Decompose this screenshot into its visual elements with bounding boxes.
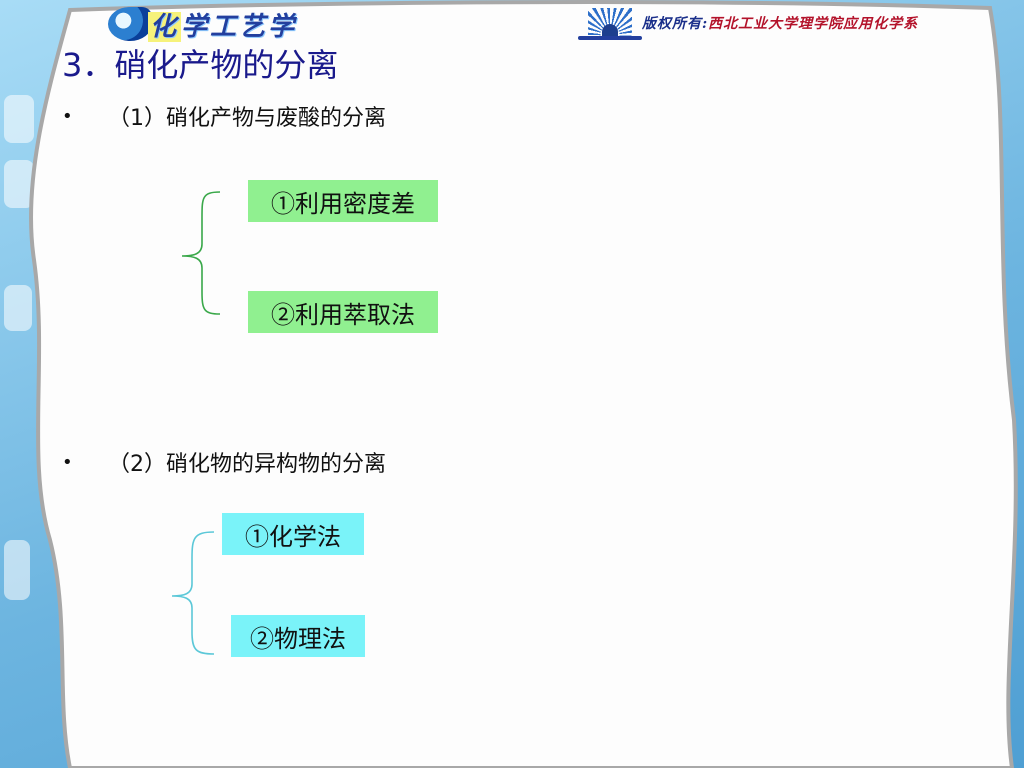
copyright-label: 版权所有:: [642, 16, 709, 32]
sun-logo-icon: [578, 6, 642, 40]
section-2-option-1: ①化学法: [222, 513, 364, 555]
section-1-brace-icon: [181, 191, 221, 315]
section-2-heading: • （2）硝化物的异构物的分离: [58, 446, 386, 478]
copyright-owner: 西北工业大学理学院应用化学系: [708, 16, 919, 32]
logo-swirl-icon: [108, 7, 152, 41]
section-1-option-2: ②利用萃取法: [248, 291, 438, 333]
decorative-shape: [4, 160, 34, 208]
decorative-shape: [4, 285, 32, 331]
sun-core: [602, 24, 618, 38]
section-2-brace-icon: [171, 531, 215, 655]
section-2-option-2: ②物理法: [231, 615, 365, 657]
section-1-option-1: ①利用密度差: [248, 180, 438, 222]
copyright-banner: 版权所有: 西北工业大学理学院应用化学系: [578, 6, 968, 40]
section-2-heading-text: （2）硝化物的异构物的分离: [108, 452, 386, 477]
decorative-shape: [4, 95, 34, 143]
section-1-heading-text: （1）硝化产物与废酸的分离: [108, 106, 386, 131]
logo-text-highlight: 化: [148, 11, 182, 42]
course-logo: 化学工艺学: [108, 6, 298, 42]
bullet-icon: •: [62, 105, 73, 127]
section-1-heading: • （1）硝化产物与废酸的分离: [58, 100, 386, 132]
decorative-shape: [4, 540, 30, 600]
logo-text: 化学工艺学: [148, 6, 297, 43]
slide-title: 3．硝化产物的分离: [62, 46, 339, 84]
bullet-icon: •: [62, 451, 73, 473]
sun-base: [578, 36, 642, 40]
logo-text-rest: 学工艺学: [181, 11, 298, 42]
